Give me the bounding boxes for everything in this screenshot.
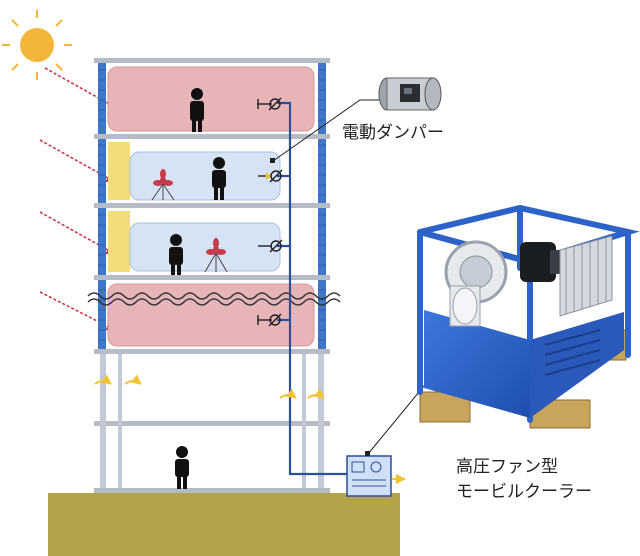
room-cool-3f bbox=[129, 151, 281, 201]
damper-icon bbox=[258, 169, 283, 183]
fan-icon bbox=[204, 238, 228, 273]
airflow-arrow-icon bbox=[94, 374, 406, 484]
room-cool-2f bbox=[129, 222, 281, 272]
sun-icon bbox=[2, 10, 72, 80]
damper-icon bbox=[257, 97, 282, 111]
wall-yellow-2f bbox=[108, 142, 130, 200]
damper-label: 電動ダンパー bbox=[342, 123, 444, 143]
damper-illustration bbox=[378, 77, 442, 111]
mobile-cooler-illustration bbox=[417, 204, 640, 429]
building bbox=[94, 58, 330, 493]
damper-leader-line bbox=[272, 99, 380, 162]
cooler-label-line2: モービルクーラー bbox=[456, 482, 592, 502]
cooler-label-line1: 高圧ファン型 bbox=[456, 457, 558, 477]
damper-icon bbox=[257, 313, 282, 327]
person-icon bbox=[190, 88, 204, 132]
damper-icon bbox=[258, 239, 283, 253]
cooler-control-box bbox=[346, 455, 392, 497]
person-icon bbox=[169, 234, 183, 275]
room-top-hot bbox=[107, 66, 315, 132]
person-icon bbox=[175, 446, 189, 489]
ground bbox=[48, 493, 400, 556]
break-line bbox=[87, 292, 341, 300]
person-icon bbox=[212, 157, 226, 200]
fan-icon bbox=[151, 169, 175, 201]
supply-duct bbox=[277, 101, 348, 476]
wall-yellow-3f bbox=[108, 211, 130, 272]
